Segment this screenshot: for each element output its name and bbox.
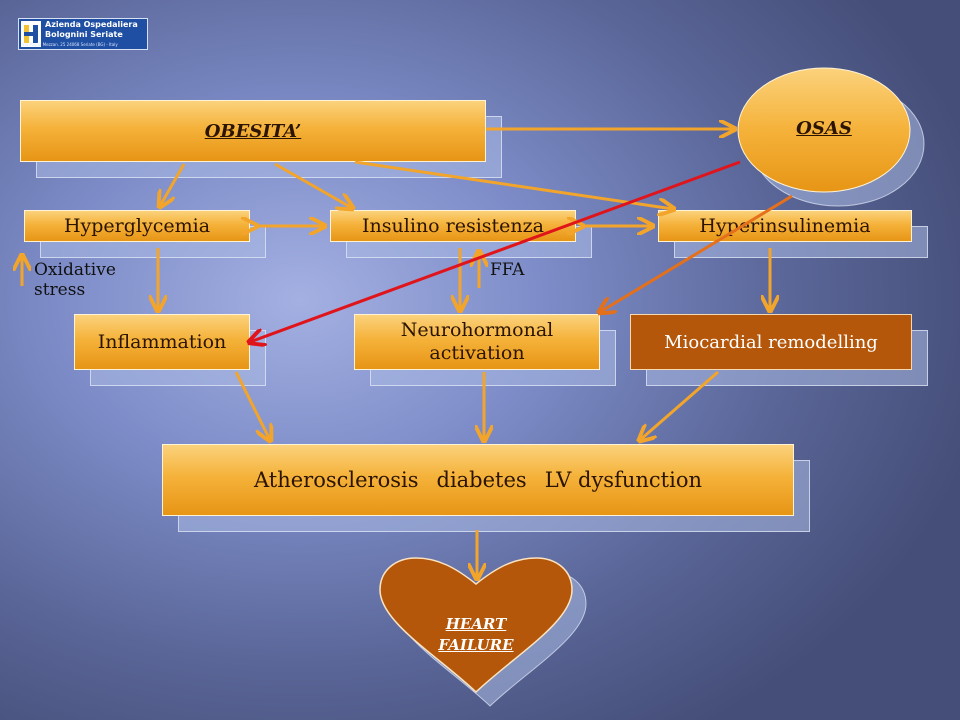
obesita-box: OBESITA’ <box>20 100 486 162</box>
heart-failure-line-1: HEART <box>445 615 507 633</box>
oxidative-stress-line-1: Oxidative <box>34 260 116 280</box>
neurohormonal-box: Neurohormonal activation <box>354 314 600 370</box>
logo-address: Via Paglia Mezzan. 25 24068 Seriate (BG)… <box>22 42 118 47</box>
oxidative-stress-label: Oxidative stress <box>34 260 116 300</box>
outcome-atherosclerosis: Atherosclerosis <box>253 468 419 492</box>
outcome-lv-dysfunction: LV dysfunction <box>544 468 702 492</box>
heart-failure-label: HEART FAILURE <box>416 614 536 656</box>
heart-failure-line-2: FAILURE <box>438 636 514 654</box>
outcome-diabetes: diabetes <box>436 468 527 492</box>
outcome-box: Atherosclerosis diabetes LV dysfunction <box>162 444 794 516</box>
arrow-osas-neurohormonal <box>600 194 793 312</box>
oxidative-stress-line-2: stress <box>34 280 86 300</box>
inflammation-box: Inflammation <box>74 314 250 370</box>
hyperglycemia-label: Hyperglycemia <box>63 215 211 237</box>
arrow-miocardial-outcome <box>640 370 719 440</box>
inflammation-label: Inflammation <box>97 331 227 353</box>
obesita-label: OBESITA’ <box>204 120 302 142</box>
insulino-label: Insulino resistenza <box>362 215 544 237</box>
miocardial-box: Miocardial remodelling <box>630 314 912 370</box>
logo-line-2: Bolognini Seriate <box>45 30 123 39</box>
ffa-label: FFA <box>490 260 525 280</box>
hyperinsulinemia-label: Hyperinsulinemia <box>699 215 871 237</box>
osas-label: OSAS <box>796 118 852 139</box>
arrow-obesita-hyperinsulinemia <box>354 160 673 209</box>
neurohormonal-label-line-2: activation <box>429 342 525 364</box>
miocardial-label: Miocardial remodelling <box>664 331 878 353</box>
heart-shape <box>379 557 573 694</box>
neurohormonal-label-line-1: Neurohormonal <box>400 319 554 341</box>
arrow-obesita-hyperglycemia <box>160 163 186 206</box>
insulino-box: Insulino resistenza <box>330 210 576 242</box>
hyperinsulinemia-box: Hyperinsulinemia <box>658 210 912 242</box>
osas-ellipse <box>737 67 911 193</box>
hospital-logo: Azienda Ospedaliera Bolognini Seriate Vi… <box>18 18 148 50</box>
arrow-obesita-insulino <box>274 162 352 208</box>
arrow-inflammation-outcome <box>234 371 270 440</box>
hospital-logo-icon <box>21 21 41 47</box>
logo-line-1: Azienda Ospedaliera <box>45 20 138 29</box>
hyperglycemia-box: Hyperglycemia <box>24 210 250 242</box>
arrow-osas-inflammation <box>250 160 741 342</box>
